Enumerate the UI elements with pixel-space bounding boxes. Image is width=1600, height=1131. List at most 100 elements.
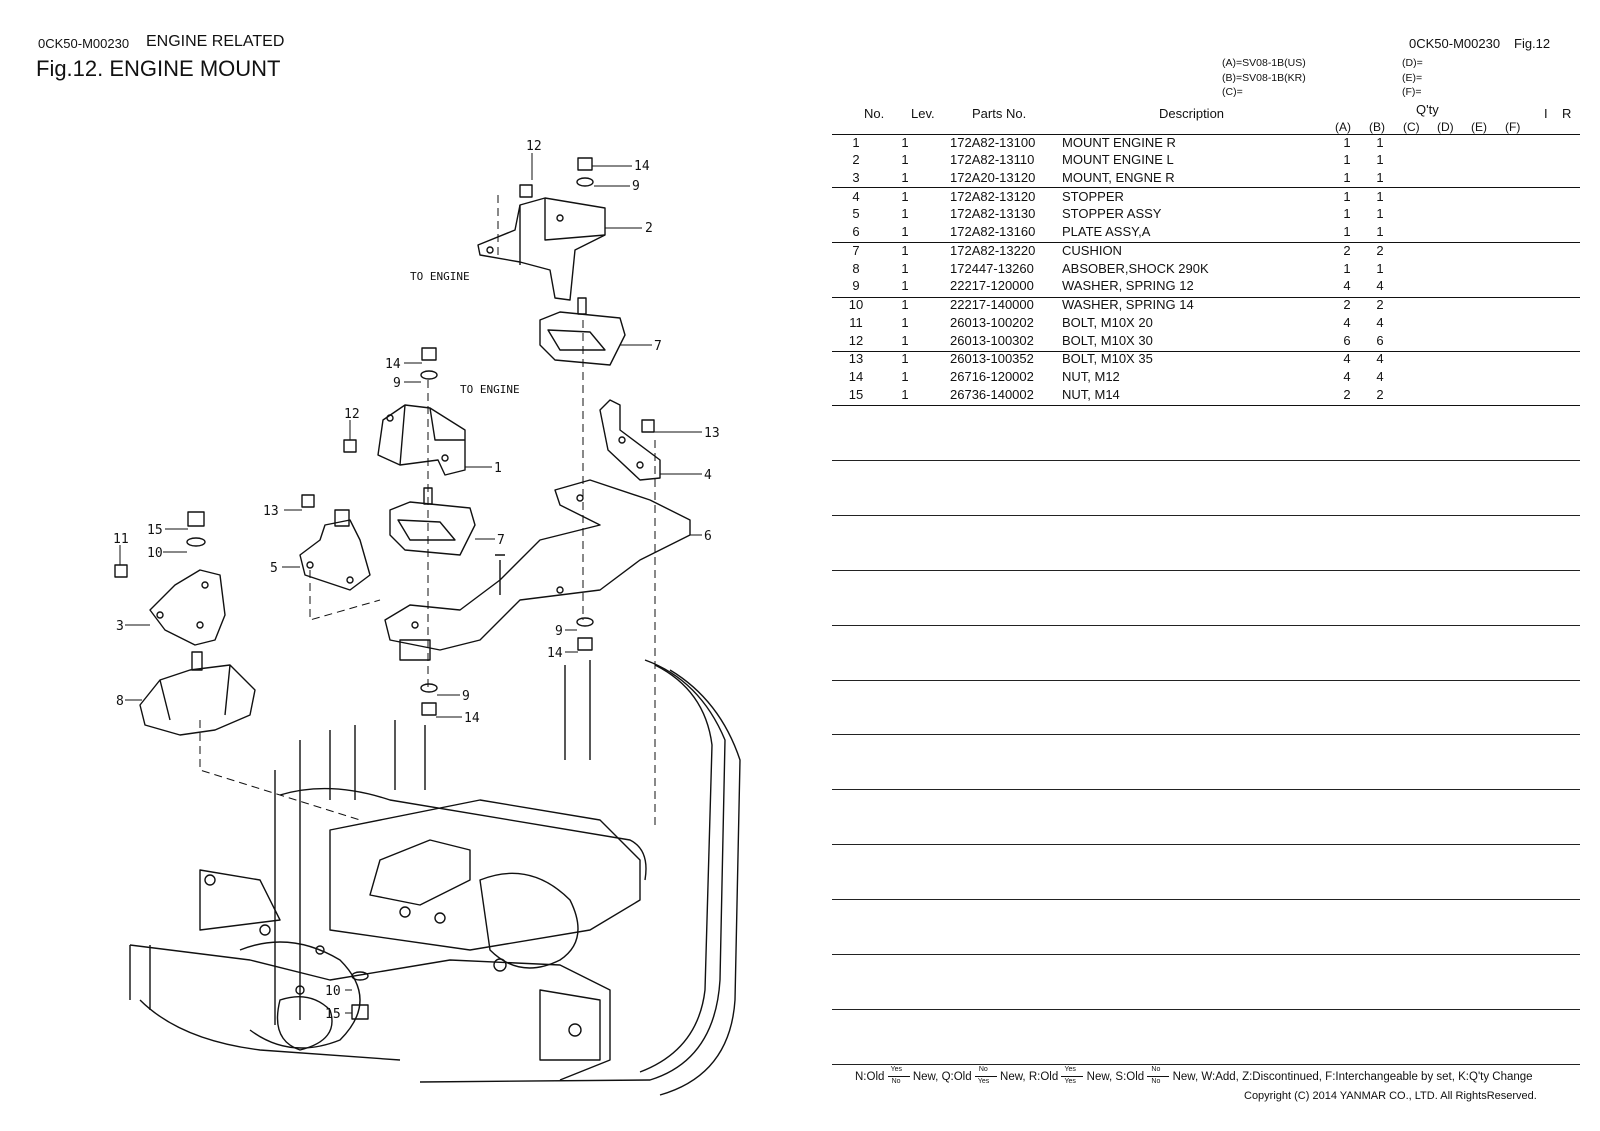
part-no: 2 xyxy=(852,152,860,167)
qty-b: 4 xyxy=(1376,369,1384,384)
qty-a: 1 xyxy=(1343,135,1351,150)
callout: 13 xyxy=(704,426,720,441)
qty-b: 1 xyxy=(1376,261,1384,276)
part-no: 15 xyxy=(848,387,864,402)
part-no: 7 xyxy=(852,243,860,258)
group-rule xyxy=(832,351,1580,352)
engine-mount-diagram: 12 14 9 2 7 14 9 12 1 13 4 6 7 5 13 15 1… xyxy=(113,139,741,1096)
to-engine-label-2: TO ENGINE xyxy=(460,383,520,396)
group-rule xyxy=(832,297,1580,298)
part-description: BOLT, M10X 30 xyxy=(1062,333,1153,348)
part-no: 8 xyxy=(852,261,860,276)
part-level: 1 xyxy=(901,278,909,293)
part-number: 172A82-13100 xyxy=(950,135,1036,150)
callout: 3 xyxy=(116,619,124,634)
col-header-i: I xyxy=(1544,106,1548,121)
hardware xyxy=(114,157,655,1020)
qty-b: 2 xyxy=(1376,243,1384,258)
qty-b: 6 xyxy=(1376,333,1384,348)
legend-r-new: New, xyxy=(1086,1071,1113,1084)
empty-rule xyxy=(832,460,1580,461)
legend-rest: W:Add, Z:Discontinued, F:Interchangeable… xyxy=(1201,1071,1533,1084)
part-description: BOLT, M10X 35 xyxy=(1062,351,1153,366)
qty-b: 4 xyxy=(1376,278,1384,293)
part-number: 172A82-13110 xyxy=(950,152,1035,167)
callout: 6 xyxy=(704,529,712,544)
part-stopper-assy xyxy=(299,509,371,591)
part-description: WASHER, SPRING 14 xyxy=(1062,297,1194,312)
col-header-e: (E) xyxy=(1471,120,1487,134)
fig-ref: Fig.12 xyxy=(1514,36,1551,51)
model-d: (D)= xyxy=(1402,57,1423,69)
model-b: (B)=SV08-1B(KR) xyxy=(1222,72,1306,84)
part-description: BOLT, M10X 20 xyxy=(1062,315,1153,330)
callout: 14 xyxy=(385,357,401,372)
part-mount-engine-r xyxy=(377,404,466,476)
qty-a: 1 xyxy=(1343,170,1351,185)
qty-b: 1 xyxy=(1376,135,1384,150)
part-cushion-lower xyxy=(389,487,476,556)
callout: 7 xyxy=(497,533,505,548)
part-number: 26013-100352 xyxy=(950,351,1034,366)
col-header-f: (F) xyxy=(1505,120,1521,134)
chassis-frame xyxy=(129,659,741,1096)
legend-q: Q:Old xyxy=(941,1071,972,1084)
model-a: (A)=SV08-1B(US) xyxy=(1222,57,1306,69)
doc-code-right: 0CK50-M00230 xyxy=(1409,36,1501,51)
callout: 8 xyxy=(116,694,124,709)
callout: 5 xyxy=(270,561,278,576)
col-header-description: Description xyxy=(1159,106,1225,121)
callout: 10 xyxy=(147,546,163,561)
empty-rule xyxy=(832,789,1580,790)
qty-a: 4 xyxy=(1343,278,1351,293)
legend-n-new: New, xyxy=(912,1071,939,1084)
part-description: PLATE ASSY,A xyxy=(1062,224,1151,239)
part-level: 1 xyxy=(901,189,909,204)
part-no: 14 xyxy=(848,369,864,384)
part-level: 1 xyxy=(901,387,909,402)
part-level: 1 xyxy=(901,351,909,366)
part-level: 1 xyxy=(901,152,909,167)
part-description: STOPPER ASSY xyxy=(1062,206,1162,221)
qty-a: 1 xyxy=(1343,206,1351,221)
part-level: 1 xyxy=(901,135,909,150)
part-description: MOUNT ENGINE L xyxy=(1062,152,1174,167)
group-rule xyxy=(832,187,1580,188)
empty-rule xyxy=(832,570,1580,571)
model-f: (F)= xyxy=(1402,86,1422,98)
part-number: 26013-100302 xyxy=(950,333,1034,348)
part-no: 1 xyxy=(852,135,860,150)
part-number: 26716-120002 xyxy=(950,369,1034,384)
part-level: 1 xyxy=(901,224,909,239)
qty-b: 2 xyxy=(1376,387,1384,402)
callout: 15 xyxy=(147,523,163,538)
legend-q-new: New, xyxy=(1000,1071,1026,1084)
callouts: 12 14 9 2 7 14 9 12 1 13 4 6 7 5 13 15 1… xyxy=(113,139,720,1022)
part-level: 1 xyxy=(901,261,909,276)
part-number: 172A82-13220 xyxy=(950,243,1036,258)
part-no: 4 xyxy=(852,189,860,204)
callout: 9 xyxy=(393,376,401,391)
part-description: WASHER, SPRING 12 xyxy=(1062,278,1194,293)
group-rule xyxy=(832,242,1580,243)
part-level: 1 xyxy=(901,333,909,348)
leader-lines xyxy=(119,153,702,1014)
part-mount-engine-r-alt xyxy=(149,569,226,646)
to-engine-label-1: TO ENGINE xyxy=(410,270,470,283)
part-description: MOUNT, ENGNE R xyxy=(1062,170,1175,185)
legend-arrow-r: Yes Yes xyxy=(1061,1066,1084,1085)
part-number: 172A20-13120 xyxy=(950,170,1036,185)
callout: 9 xyxy=(462,689,470,704)
empty-rule xyxy=(832,954,1580,955)
qty-b: 1 xyxy=(1376,170,1384,185)
qty-a: 1 xyxy=(1343,224,1351,239)
qty-a: 4 xyxy=(1343,369,1351,384)
model-e: (E)= xyxy=(1402,72,1423,84)
legend-s-new: New, xyxy=(1172,1071,1199,1084)
